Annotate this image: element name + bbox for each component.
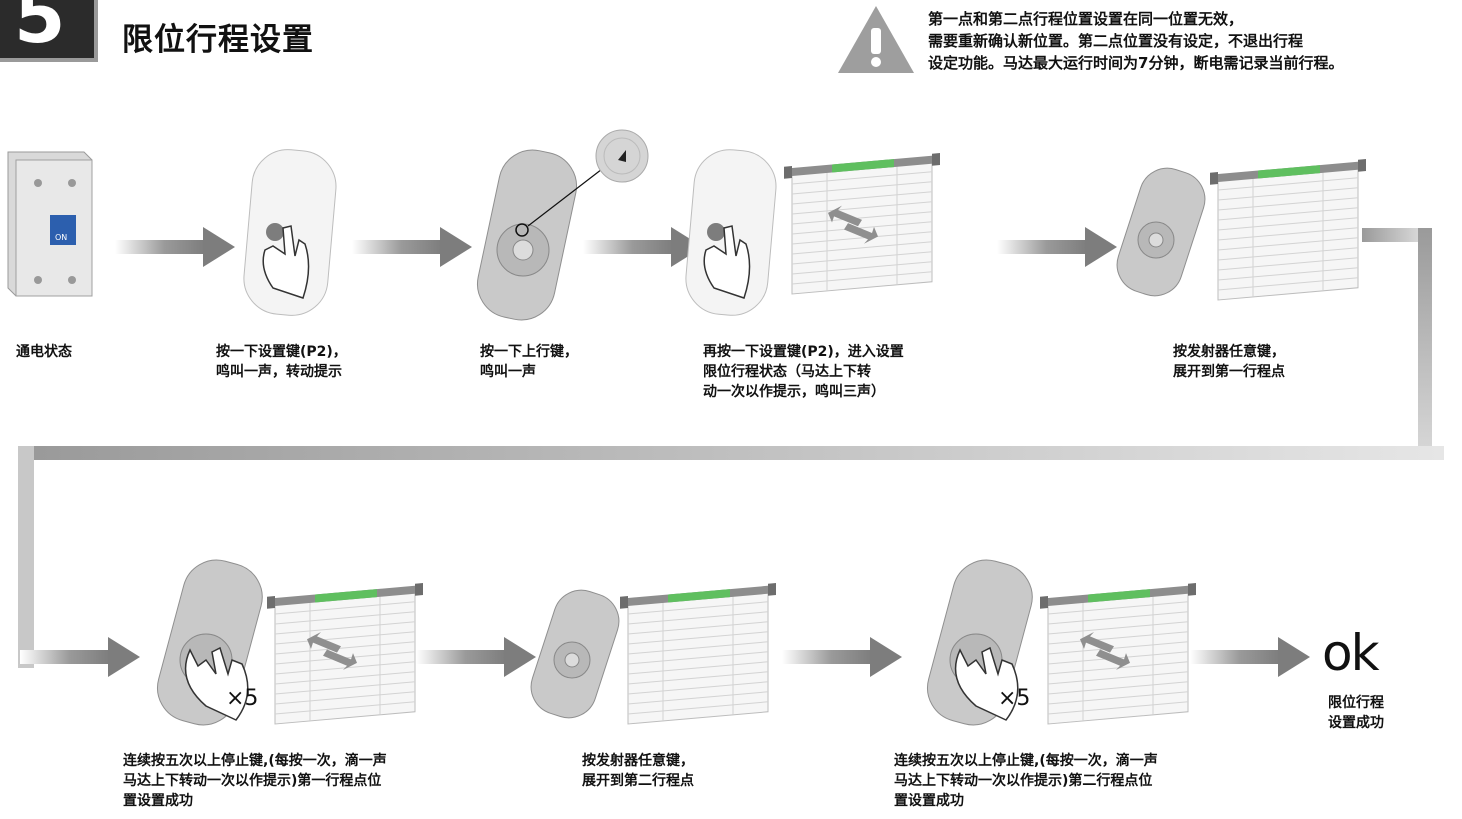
repeat-count: ×5 — [998, 686, 1031, 711]
warning-triangle-icon — [838, 6, 914, 73]
step-caption: 连续按五次以上停止键,(每按一次，滴一声 马达上下转动一次以作提示)第一行程点位… — [123, 753, 387, 809]
flow-arrow-7 — [782, 637, 902, 677]
step-caption: 通电状态 — [16, 344, 72, 360]
step-caption: 按一下设置键(P2)， 鸣叫一声，转动提示 — [216, 344, 347, 380]
step-caption: 连续按五次以上停止键,(每按一次，滴一声 马达上下转动一次以作提示)第二行程点位… — [894, 753, 1158, 809]
circuit-breaker-icon: ON — [7, 151, 93, 297]
step-caption: 按一下上行键， 鸣叫一声 — [480, 344, 578, 380]
flow-arrow-1 — [115, 227, 235, 267]
step-number: 5 — [14, 0, 66, 60]
step-caption: 限位行程 设置成功 — [1328, 695, 1384, 731]
remote-control-icon — [243, 149, 337, 316]
window-blind-icon — [1209, 158, 1367, 302]
flow-connector — [18, 228, 1444, 668]
window-blind-icon — [266, 582, 424, 726]
flow-arrow-2 — [352, 227, 472, 267]
window-blind-icon — [783, 152, 941, 296]
repeat-count: ×5 — [226, 686, 259, 711]
flow-arrow-3 — [583, 227, 703, 267]
remote-control-icon — [157, 559, 263, 726]
remote-control-icon — [685, 149, 777, 316]
step-caption: 按发射器任意键， 展开到第一行程点 — [1173, 344, 1285, 380]
ok-mark: ok — [1322, 624, 1380, 682]
flow-arrow-4 — [997, 227, 1117, 267]
flow-arrow-8 — [1190, 637, 1310, 677]
step-caption: 按发射器任意键， 展开到第二行程点 — [582, 753, 694, 789]
svg-text:ON: ON — [55, 233, 67, 242]
warning-text: 第一点和第二点行程位置设置在同一位置无效， 需要重新确认新位置。第二点位置没有设… — [928, 10, 1344, 72]
window-blind-icon — [619, 582, 777, 726]
step-caption: 再按一下设置键(P2)，进入设置 限位行程状态（马达上下转 动一次以作提示，鸣叫… — [703, 344, 904, 400]
flow-arrow-6 — [416, 637, 536, 677]
remote-control-icon — [530, 589, 620, 719]
flow-arrow-5 — [20, 637, 140, 677]
window-blind-icon — [1039, 582, 1197, 726]
step-number-badge: 5 — [0, 0, 98, 62]
remote-control-icon — [1116, 167, 1206, 297]
remote-control-icon — [927, 559, 1033, 726]
remote-control-icon — [477, 129, 649, 321]
page-title: 限位行程设置 — [122, 22, 314, 58]
